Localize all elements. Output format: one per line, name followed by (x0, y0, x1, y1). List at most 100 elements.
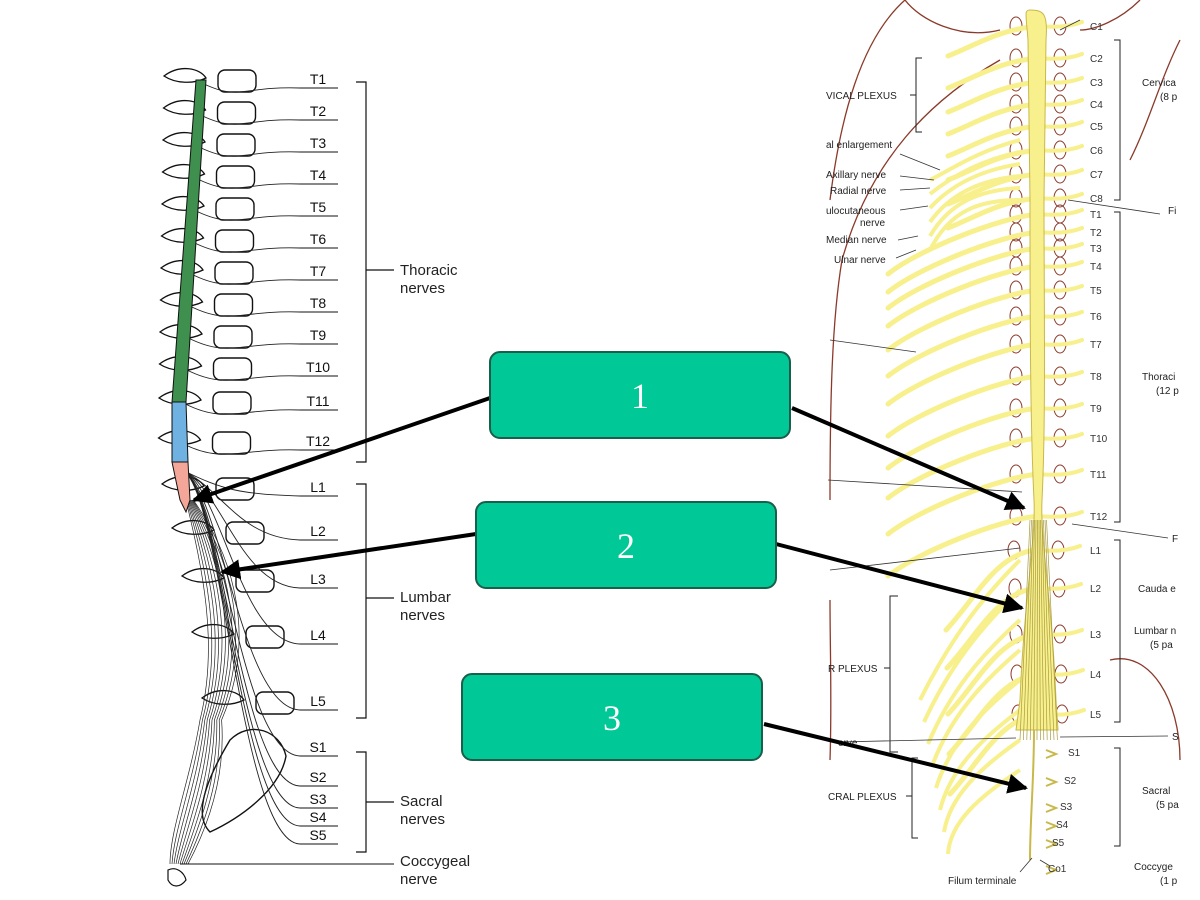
vertebra-label-t8: T8 (310, 295, 327, 311)
ulnar-nerve-label: Ulnar nerve (834, 255, 886, 266)
cervical-pairs-label: (8 p (1160, 92, 1178, 103)
nerve-root (199, 81, 301, 93)
sacral-root (1045, 803, 1059, 813)
coccygeal-nerve-label: Coccyge (1134, 862, 1173, 873)
coccygeal-pairs-label: (1 p (1160, 876, 1178, 887)
musculocutaneous-nerve-label-2: nerve (860, 218, 885, 229)
vertebra-label-l4: L4 (310, 627, 326, 643)
lumbosacral-plexus-branch (922, 588, 1022, 723)
callout-label-3: 3 (603, 698, 621, 738)
cervical-plexus-bracket (910, 57, 922, 133)
spinous-process (200, 690, 245, 705)
vertebra-label-t3: T3 (310, 135, 327, 151)
leader-lines (827, 19, 1169, 873)
thoracic-group-label-1: Thoracic (400, 262, 458, 279)
nerve-root (182, 469, 301, 589)
lumbar-pairs-label: (5 pa (1150, 640, 1173, 651)
thoracic-group-label-2: nerves (400, 280, 445, 297)
segment-label-c1: C1 (1090, 22, 1103, 33)
median-nerve-label: Median nerve (826, 235, 887, 246)
cauda-strand (179, 499, 226, 865)
vertebral-body (211, 431, 252, 455)
vertebral-body (245, 625, 285, 649)
sacral-nerves-label: Sacral (1142, 786, 1170, 797)
callout-box-2[interactable]: 2 (475, 501, 777, 589)
segment-label-c2: C2 (1090, 54, 1103, 65)
segment-label-s3: S3 (1060, 802, 1073, 813)
cauda-strand-right (1023, 519, 1032, 741)
cauda-strand (173, 499, 216, 865)
sacral-root (1045, 865, 1059, 875)
thoracic-bracket-right (1114, 211, 1121, 523)
segment-label-t12: T12 (1090, 512, 1108, 523)
sacral-root (1045, 777, 1059, 787)
lumbosacral-plexus-branch (918, 558, 1022, 701)
segment-label-c8: C8 (1090, 194, 1103, 205)
sacral-bracket (356, 751, 394, 853)
sacral-plexus-label: CRAL PLEXUS (828, 792, 897, 803)
segment-label-c5: C5 (1090, 122, 1103, 133)
lumbosacral-plexus-branch (930, 648, 1022, 767)
lumbar-group-label-1: Lumbar (400, 589, 451, 606)
callout-box-1[interactable]: 1 (489, 351, 791, 439)
callout-box-3[interactable]: 3 (461, 673, 763, 761)
cauda-strand (183, 499, 233, 865)
nerve-root-left (885, 211, 1041, 277)
segment-label-t2: T2 (1090, 228, 1102, 239)
nerve-root (192, 241, 301, 253)
callout-label-1: 1 (631, 376, 649, 416)
cauda-strand-right (1044, 519, 1055, 741)
segment-label-l2: L2 (1090, 584, 1102, 595)
vertebral-body (215, 197, 255, 221)
right-spine-diagram: C1C2C3C4C5C6C7C8T1T2T3T4T5T6T7T8T9T10T11… (826, 0, 1181, 887)
vertebral-body (216, 133, 256, 157)
nerve-root-left (945, 195, 1041, 231)
brachial-plexus-branch (929, 138, 1021, 182)
fi-partial-label: Fi (1168, 206, 1176, 217)
segment-label-t6: T6 (1090, 312, 1102, 323)
nerve-root-right (1036, 192, 1084, 201)
vertebral-body (255, 691, 295, 715)
segment-label-l3: L3 (1090, 630, 1102, 641)
nerve-root-left (885, 373, 1041, 439)
nerve-root (182, 469, 301, 541)
nerve-root (185, 403, 301, 415)
segment-label-t8: T8 (1090, 372, 1102, 383)
nerve-root-left (945, 171, 1041, 207)
segment-label-c6: C6 (1090, 146, 1103, 157)
thoracic-pairs-label: (12 p (1156, 386, 1179, 397)
thoracic-bracket (356, 81, 394, 463)
lumbar-plexus-label: R PLEXUS (828, 664, 878, 675)
segment-label-t4: T4 (1090, 262, 1102, 273)
lumbar-cord-segment (171, 401, 189, 463)
nerve-root (196, 145, 301, 157)
coccygeal-group-label-1: Coccygeal (400, 853, 470, 870)
nerve-root-left (944, 585, 1040, 671)
nerve-root-left (885, 287, 1041, 353)
sacrum (201, 728, 287, 833)
vertebra-label-s3: S3 (309, 791, 326, 807)
vertebra-label-t6: T6 (310, 231, 327, 247)
cauda-strand-right (1043, 519, 1051, 741)
filum-terminale-line (1029, 729, 1035, 861)
vertebral-body (235, 569, 275, 593)
cauda-strand-right (1019, 519, 1031, 741)
vertebral-body (212, 391, 252, 415)
cauda-strand (177, 499, 223, 865)
nerve-root (183, 443, 301, 455)
segment-label-t5: T5 (1090, 286, 1102, 297)
brachial-plexus-branch (928, 174, 1021, 224)
right-segment-labels: C1C2C3C4C5C6C7C8T1T2T3T4T5T6T7T8T9T10T11… (1048, 22, 1108, 875)
cauda-strand-right (1038, 519, 1041, 741)
vertebral-body (225, 521, 265, 545)
segment-label-t10: T10 (1090, 434, 1108, 445)
spinous-process (162, 100, 207, 115)
vertebra-label-t5: T5 (310, 199, 327, 215)
segment-label-s4: S4 (1056, 820, 1069, 831)
nerve-root (193, 209, 301, 221)
vertebra-label-s1: S1 (309, 739, 326, 755)
nerve-root (189, 305, 301, 317)
thoracic-cord-segment (171, 79, 207, 403)
spinous-process (161, 132, 206, 147)
vertebral-body (214, 261, 254, 285)
